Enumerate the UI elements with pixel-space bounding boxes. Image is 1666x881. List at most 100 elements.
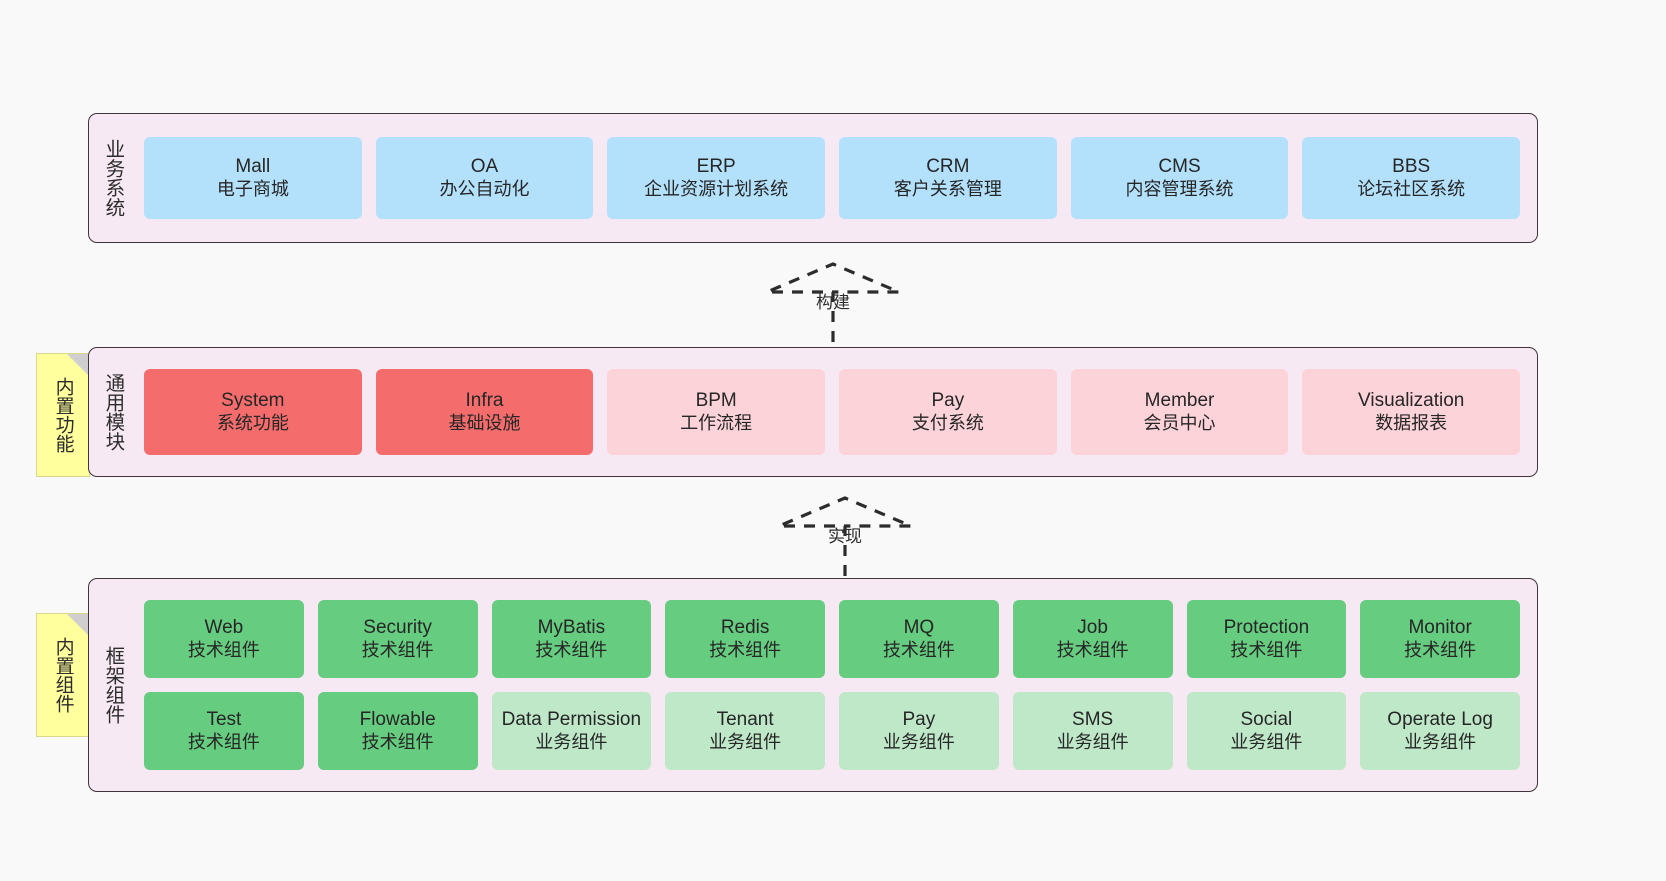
connector-implement-arrow	[778, 496, 912, 576]
node-title: Job	[1077, 616, 1108, 638]
node-subtitle: 客户关系管理	[893, 178, 1002, 199]
note-fold-icon	[67, 614, 89, 636]
node-title: Protection	[1223, 616, 1310, 638]
node-title: Infra	[465, 389, 504, 411]
layer-business-system-title: 业务系统	[101, 139, 124, 217]
node-subtitle: 业务组件	[709, 731, 782, 752]
connector-implement: 实现	[770, 492, 920, 584]
node-title: Data Permission	[501, 708, 642, 730]
connector-build: 构建	[758, 258, 908, 350]
node-title: BPM	[695, 389, 737, 411]
note-fold-icon	[67, 354, 89, 376]
node-subtitle: 电子商城	[216, 178, 289, 199]
node-subtitle: 系统功能	[216, 412, 289, 433]
node-title: Visualization	[1358, 389, 1465, 411]
node-subtitle: 数据报表	[1375, 412, 1448, 433]
node-subtitle: 论坛社区系统	[1357, 178, 1466, 199]
layer-framework-components-title: 框架组件	[101, 646, 124, 724]
node-subtitle: 业务组件	[535, 731, 608, 752]
connector-implement-label: 实现	[828, 527, 862, 546]
node-subtitle: 技术组件	[709, 639, 782, 660]
node-title: Operate Log	[1387, 708, 1493, 730]
node-title: SMS	[1072, 708, 1114, 730]
node-title: Social	[1240, 708, 1293, 730]
node-subtitle: 业务组件	[1056, 731, 1129, 752]
node-title: Web	[204, 616, 244, 638]
node-title: Mall	[235, 155, 271, 177]
node-subtitle: 技术组件	[1230, 639, 1303, 660]
node-title: MQ	[903, 616, 935, 638]
node-title: System	[221, 389, 285, 411]
node-subtitle: 技术组件	[187, 731, 260, 752]
node-title: CMS	[1158, 155, 1201, 177]
node-subtitle: 技术组件	[361, 731, 434, 752]
note-built-in-components-label: 内置组件	[52, 637, 74, 713]
node-title: Test	[206, 708, 242, 730]
node-title: Tenant	[716, 708, 774, 730]
node-title: Redis	[720, 616, 770, 638]
node-subtitle: 业务组件	[1230, 731, 1303, 752]
node-title: Pay	[902, 708, 936, 730]
node-title: Pay	[931, 389, 965, 411]
connector-build-label: 构建	[816, 293, 850, 312]
node-title: Security	[363, 616, 432, 638]
note-built-in-functions: 内置功能	[36, 353, 90, 477]
node-subtitle: 技术组件	[1404, 639, 1477, 660]
layer-common-modules-title: 通用模块	[101, 373, 124, 451]
node-subtitle: 工作流程	[680, 412, 753, 433]
connector-build-arrow	[766, 262, 900, 342]
node-subtitle: 业务组件	[882, 731, 955, 752]
node-title: MyBatis	[537, 616, 606, 638]
node-subtitle: 支付系统	[911, 412, 984, 433]
node-subtitle: 技术组件	[882, 639, 955, 660]
node-subtitle: 会员中心	[1143, 412, 1216, 433]
node-title: ERP	[696, 155, 736, 177]
note-built-in-functions-label: 内置功能	[52, 377, 74, 453]
node-subtitle: 业务组件	[1404, 731, 1477, 752]
node-title: Monitor	[1408, 616, 1472, 638]
node-title: Flowable	[359, 708, 436, 730]
node-title: OA	[470, 155, 499, 177]
node-subtitle: 技术组件	[535, 639, 608, 660]
node-subtitle: 内容管理系统	[1125, 178, 1234, 199]
note-built-in-components: 内置组件	[36, 613, 90, 737]
node-title: BBS	[1392, 155, 1431, 177]
node-subtitle: 技术组件	[361, 639, 434, 660]
